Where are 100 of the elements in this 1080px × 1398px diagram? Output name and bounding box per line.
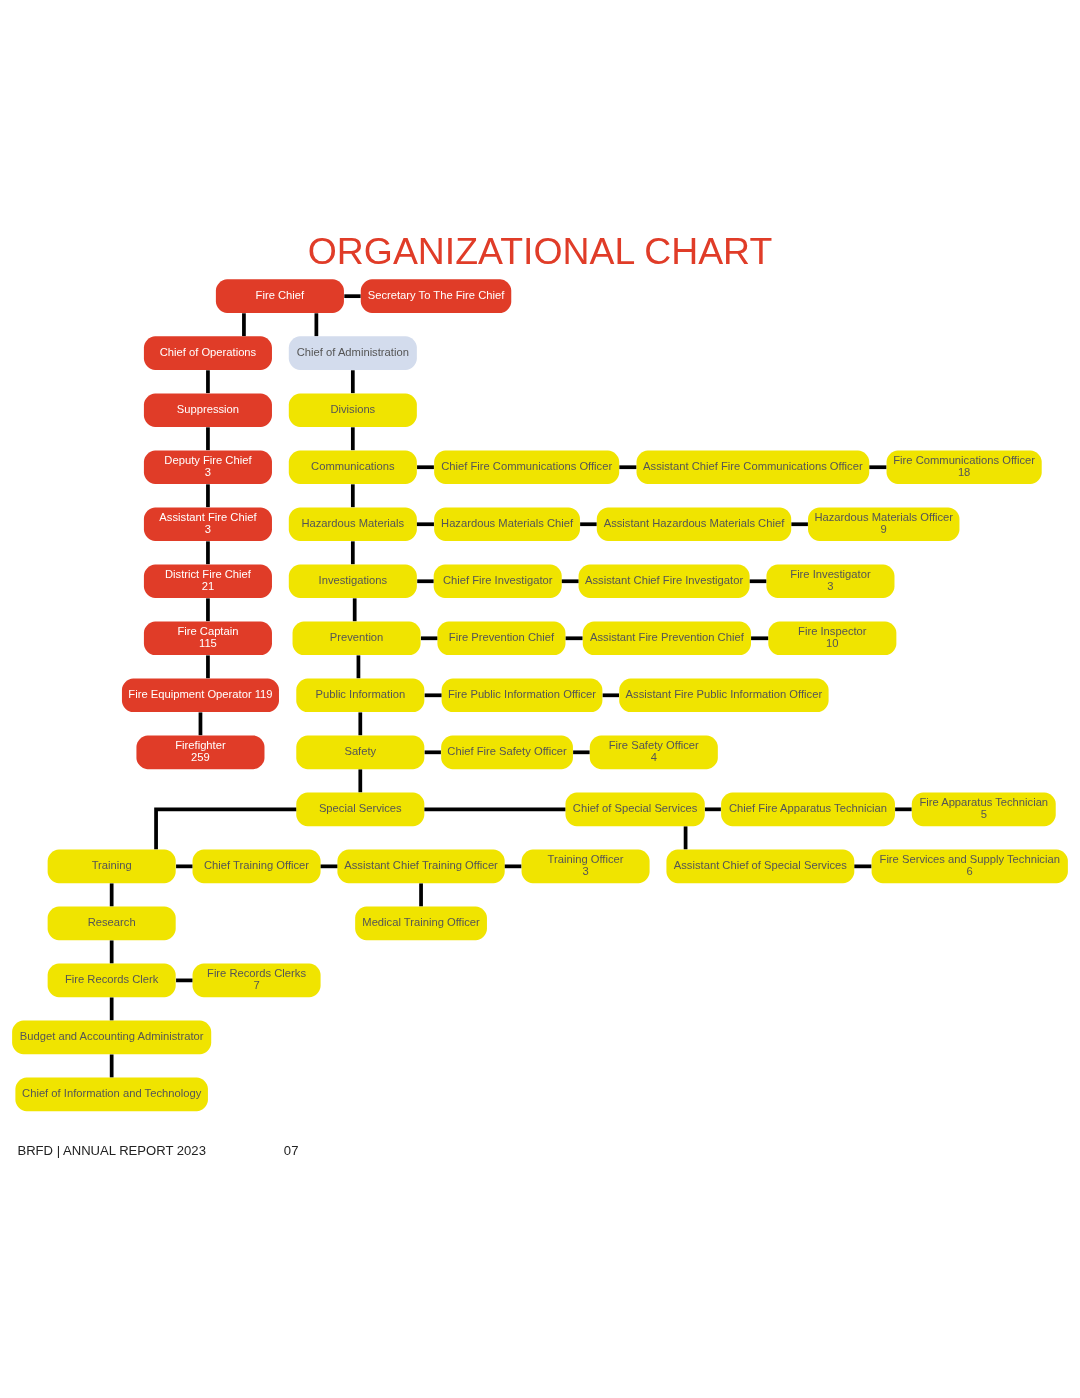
- connector: [350, 369, 355, 393]
- connector: [206, 540, 210, 564]
- node-box: Assistant Fire Chief 3: [143, 506, 272, 541]
- label: BRFD | ANNUAL REPORT 2023: [17, 1142, 206, 1158]
- connector: [206, 483, 210, 507]
- node-box: Deputy Fire Chief 3: [143, 449, 272, 484]
- connector: [854, 864, 872, 868]
- connector: [109, 1054, 114, 1077]
- node-box: Training Officer 3: [521, 849, 650, 883]
- connector: [350, 483, 355, 507]
- node-box: Special Services: [296, 792, 425, 826]
- node-box: Hazardous Materials: [288, 506, 417, 541]
- node-box: District Fire Chief 21: [143, 563, 272, 598]
- node-box: Chief of Administration: [288, 335, 417, 370]
- connector: [424, 806, 566, 811]
- connector: [206, 426, 210, 450]
- connector: [320, 864, 338, 868]
- connector: [420, 635, 438, 640]
- connector: [751, 635, 769, 640]
- connector: [356, 654, 361, 678]
- node-box: Fire Chief: [215, 278, 344, 313]
- connector: [154, 806, 297, 849]
- node-box: Assistant Fire Prevention Chief: [582, 620, 751, 655]
- connector: [580, 521, 597, 526]
- node-box: Chief Training Officer: [192, 849, 321, 883]
- node-box: Training: [47, 849, 176, 883]
- connector: [109, 882, 114, 906]
- connector: [109, 997, 114, 1020]
- connector: [573, 749, 590, 754]
- node-box: Assistant Chief of Special Services: [666, 849, 855, 883]
- connector: [417, 464, 434, 469]
- node-box: Hazardous Materials Officer 9: [808, 506, 960, 541]
- connector: [749, 578, 767, 583]
- node-box: Firefighter 259: [136, 735, 265, 769]
- node-box: Fire Communications Officer 18: [886, 449, 1042, 484]
- connector: [565, 635, 583, 640]
- connector: [869, 464, 887, 469]
- node-box: Fire Inspector 10: [768, 620, 897, 655]
- node-box: Chief Fire Investigator: [433, 563, 562, 598]
- connector: [561, 578, 579, 583]
- node-box: Safety: [296, 735, 425, 769]
- connector: [314, 312, 319, 336]
- node-box: Communications: [288, 449, 417, 484]
- connector: [424, 749, 441, 754]
- node-box: Investigations: [288, 563, 417, 598]
- connector: [602, 692, 619, 697]
- node-box: Fire Public Information Officer: [441, 677, 603, 712]
- node-box: Assistant Chief Training Officer: [337, 849, 505, 883]
- node-box: Chief of Information and Technology: [15, 1077, 208, 1111]
- node-box: Budget and Accounting Administrator: [12, 1020, 212, 1054]
- connector: [350, 426, 355, 450]
- connector: [344, 293, 361, 298]
- node-box: Fire Services and Supply Technician 6: [871, 849, 1068, 883]
- connector: [619, 464, 637, 469]
- diagram-title: ORGANIZATIONAL CHART: [307, 229, 773, 272]
- connector: [358, 768, 363, 792]
- connector: [424, 692, 442, 697]
- connector: [704, 806, 721, 811]
- node-box: Chief Fire Communications Officer: [434, 449, 620, 484]
- node-box: Fire Records Clerk: [47, 963, 176, 997]
- node-box: Public Information: [296, 677, 425, 712]
- connector: [504, 864, 522, 868]
- node-box: Chief of Special Services: [565, 792, 705, 826]
- connector: [206, 369, 210, 393]
- node-box: Medical Training Officer: [355, 906, 487, 940]
- node-box: Fire Captain 115: [143, 620, 272, 655]
- connector: [683, 825, 688, 849]
- node-box: Suppression: [143, 392, 272, 427]
- connector: [416, 521, 434, 526]
- node-box: Prevention: [292, 620, 421, 655]
- node-box: Assistant Chief Fire Investigator: [578, 563, 750, 598]
- node-box: Chief Fire Safety Officer: [441, 735, 573, 769]
- connector: [417, 578, 434, 583]
- connector: [352, 597, 357, 621]
- connector: [791, 521, 808, 526]
- node-box: Fire Investigator 3: [766, 563, 895, 598]
- connector: [109, 939, 114, 963]
- node-box: Fire Records Clerks 7: [192, 963, 321, 997]
- node-box: Fire Apparatus Technician 5: [911, 792, 1056, 826]
- connector: [206, 597, 210, 621]
- node-box: Assistant Chief Fire Communications Officer: [636, 449, 870, 484]
- connector: [198, 711, 203, 735]
- node-box: Assistant Fire Public Information Officer: [619, 677, 829, 712]
- node-box: Fire Safety Officer 4: [589, 735, 718, 769]
- node-box: Secretary To The Fire Chief: [360, 278, 512, 313]
- node-box: Chief of Operations: [143, 335, 272, 370]
- node-box: Divisions: [288, 392, 417, 427]
- connector: [358, 711, 363, 735]
- label: 07: [283, 1142, 299, 1158]
- connector: [242, 312, 246, 336]
- node-box: Chief Fire Apparatus Technician: [721, 792, 895, 826]
- connector: [895, 806, 912, 811]
- node-box: Research: [47, 906, 176, 940]
- node-box: Fire Equipment Operator 119: [121, 677, 279, 712]
- node-box: Fire Prevention Chief: [437, 620, 566, 655]
- connector: [350, 540, 355, 564]
- connector: [419, 882, 423, 906]
- node-box: Assistant Hazardous Materials Chief: [596, 506, 792, 541]
- node-box: Hazardous Materials Chief: [434, 506, 580, 541]
- connector: [176, 864, 193, 868]
